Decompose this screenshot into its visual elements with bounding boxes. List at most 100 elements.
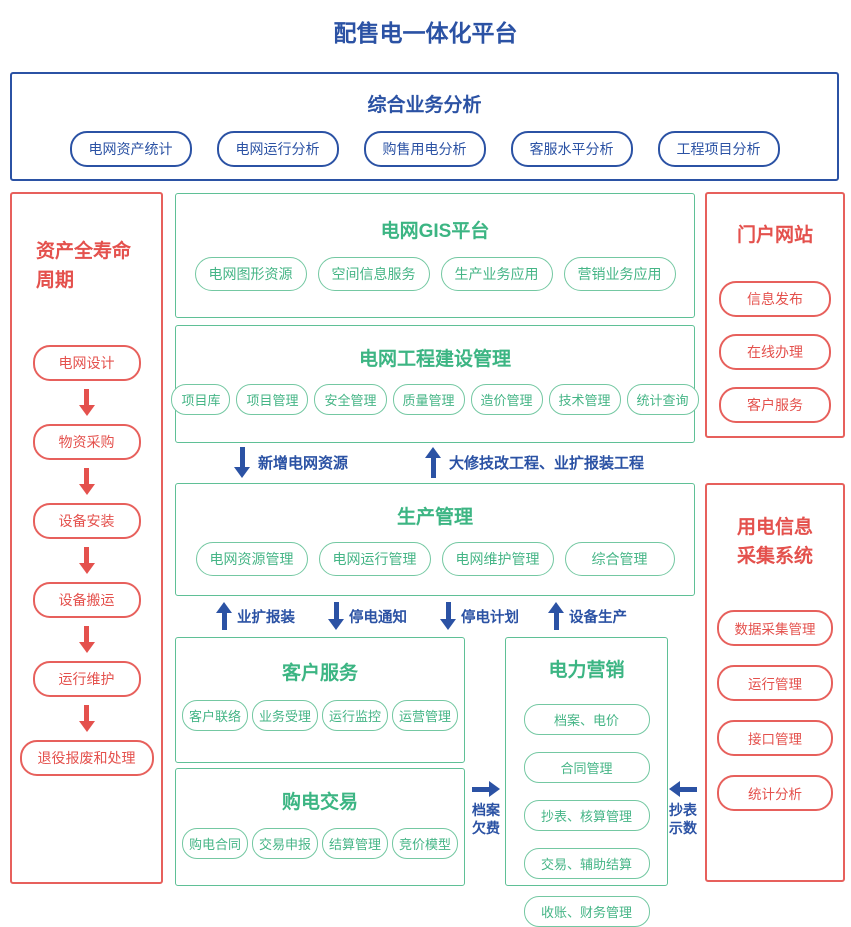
analysis-panel: 综合业务分析 电网资产统计 电网运行分析 购售用电分析 客服水平分析 工程项目分… <box>10 72 839 181</box>
down-arrow-icon <box>78 705 95 732</box>
gis-chip: 空间信息服务 <box>317 257 430 291</box>
flow-label: 业扩报装 <box>237 609 295 626</box>
construction-panel: 电网工程建设管理 项目库 项目管理 安全管理 质量管理 造价管理 技术管理 统计… <box>171 325 699 443</box>
gis-chip: 电网图形资源 <box>194 257 307 291</box>
flow-outage-plan: 停电计划 <box>440 602 519 630</box>
down-arrow-icon <box>328 602 344 630</box>
marketing-panel: 电力营销 档案、电价 合同管理 抄表、核算管理 交易、辅助结算 收账、财务管理 <box>505 637 668 927</box>
construction-chip: 统计查询 <box>626 384 699 415</box>
flow-label: 档案欠费 <box>472 801 500 837</box>
page-title: 配售电一体化平台 <box>333 20 518 46</box>
marketing-chip: 收账、财务管理 <box>523 896 650 927</box>
portal-chip: 在线办理 <box>719 334 831 370</box>
purchase-chip: 购电合同 <box>181 828 248 859</box>
analysis-title: 综合业务分析 <box>367 95 482 116</box>
flow-label-line: 欠费 <box>472 820 500 837</box>
right-arrow-icon <box>472 781 500 797</box>
purchase-chip: 结算管理 <box>322 828 389 859</box>
lifecycle-step: 设备安装 <box>32 503 141 539</box>
analysis-chip: 工程项目分析 <box>657 131 780 167</box>
flow-new-grid-resources: 新增电网资源 <box>234 447 348 478</box>
down-arrow-icon <box>440 602 456 630</box>
production-chip: 综合管理 <box>564 542 675 576</box>
lifecycle-step: 设备搬运 <box>32 582 141 618</box>
analysis-chip: 客服水平分析 <box>510 131 633 167</box>
collection-title: 用电信息采集系统 <box>736 517 813 568</box>
production-panel: 生产管理 电网资源管理 电网运行管理 电网维护管理 综合管理 <box>175 483 695 596</box>
left-arrow-icon <box>669 781 697 797</box>
flow-label-line: 档案 <box>472 802 500 818</box>
lifecycle-step: 退役报废和处理 <box>19 740 154 776</box>
flow-archive-arrears: 档案欠费 <box>469 781 503 837</box>
down-arrow-icon <box>78 626 95 653</box>
collection-chip: 数据采集管理 <box>717 609 833 646</box>
production-chip: 电网资源管理 <box>195 542 308 576</box>
flow-label-line: 示数 <box>669 820 697 837</box>
purchase-chip: 交易申报 <box>251 828 318 859</box>
gis-chip: 营销业务应用 <box>563 257 676 291</box>
collection-panel: 用电信息采集系统 数据采集管理 运行管理 接口管理 统计分析 <box>705 483 845 882</box>
analysis-chip: 购售用电分析 <box>363 131 486 167</box>
collection-chip: 统计分析 <box>717 774 833 811</box>
marketing-chip: 抄表、核算管理 <box>523 800 650 831</box>
marketing-chip: 档案、电价 <box>523 704 650 735</box>
down-arrow-icon <box>78 547 95 574</box>
construction-title: 电网工程建设管理 <box>358 349 511 370</box>
gis-title: 电网GIS平台 <box>380 221 490 242</box>
flow-label-line: 抄表 <box>669 802 697 818</box>
construction-chip: 质量管理 <box>392 384 465 415</box>
flow-meter-reading: 抄表示数 <box>666 781 700 837</box>
lifecycle-title: 资产全寿命周期 <box>36 241 132 291</box>
purchase-chip: 竞价模型 <box>392 828 459 859</box>
analysis-chip: 电网资产统计 <box>69 131 192 167</box>
flow-label: 停电通知 <box>349 609 407 626</box>
up-arrow-icon <box>548 602 564 630</box>
marketing-title: 电力营销 <box>548 660 625 681</box>
gis-panel: 电网GIS平台 电网图形资源 空间信息服务 生产业务应用 营销业务应用 <box>175 193 695 318</box>
construction-chip: 项目库 <box>171 384 231 415</box>
customer-service-chip: 客户联络 <box>181 700 248 731</box>
customer-service-panel: 客户服务 客户联络 业务受理 运行监控 运营管理 <box>175 637 465 763</box>
flow-service-expansion: 业扩报装 <box>216 602 295 630</box>
flow-device-production: 设备生产 <box>548 602 627 630</box>
collection-chip: 接口管理 <box>717 719 833 756</box>
collection-chip: 运行管理 <box>717 664 833 701</box>
up-arrow-icon <box>425 447 441 478</box>
portal-chip: 信息发布 <box>719 281 831 317</box>
customer-service-title: 客户服务 <box>281 663 358 684</box>
down-arrow-icon <box>78 389 95 416</box>
customer-service-chip: 运营管理 <box>392 700 459 731</box>
customer-service-chip: 运行监控 <box>322 700 389 731</box>
up-arrow-icon <box>216 602 232 630</box>
analysis-chip: 电网运行分析 <box>216 131 339 167</box>
production-chip: 电网维护管理 <box>441 542 554 576</box>
lifecycle-panel: 资产全寿命周期 电网设计 物资采购 设备安装 设备搬运 运行维护 退役报废和处理 <box>10 192 163 884</box>
portal-panel: 门户网站 信息发布 在线办理 客户服务 <box>705 192 845 438</box>
flow-label: 大修技改工程、业扩报装工程 <box>449 455 645 472</box>
portal-title: 门户网站 <box>736 225 813 246</box>
flow-label: 停电计划 <box>461 609 519 626</box>
construction-chip: 技术管理 <box>548 384 621 415</box>
lifecycle-step: 电网设计 <box>32 345 141 381</box>
down-arrow-icon <box>234 447 250 478</box>
construction-chip: 造价管理 <box>470 384 543 415</box>
customer-service-chip: 业务受理 <box>251 700 318 731</box>
gis-chip: 生产业务应用 <box>440 257 553 291</box>
production-chip: 电网运行管理 <box>318 542 431 576</box>
marketing-chip: 合同管理 <box>523 752 650 783</box>
lifecycle-step: 运行维护 <box>32 661 141 697</box>
flow-label: 新增电网资源 <box>258 455 349 472</box>
down-arrow-icon <box>78 468 95 495</box>
marketing-chip: 交易、辅助结算 <box>523 848 650 879</box>
flow-label: 抄表示数 <box>669 801 697 837</box>
portal-chip: 客户服务 <box>719 387 831 423</box>
construction-chip: 安全管理 <box>314 384 387 415</box>
purchase-panel: 购电交易 购电合同 交易申报 结算管理 竞价模型 <box>175 768 465 886</box>
production-title: 生产管理 <box>396 507 473 528</box>
flow-label: 设备生产 <box>569 609 627 626</box>
construction-chip: 项目管理 <box>236 384 309 415</box>
flow-overhaul-expansion: 大修技改工程、业扩报装工程 <box>425 447 644 478</box>
flow-outage-notice: 停电通知 <box>328 602 407 630</box>
purchase-title: 购电交易 <box>281 792 358 813</box>
lifecycle-step: 物资采购 <box>32 424 141 460</box>
